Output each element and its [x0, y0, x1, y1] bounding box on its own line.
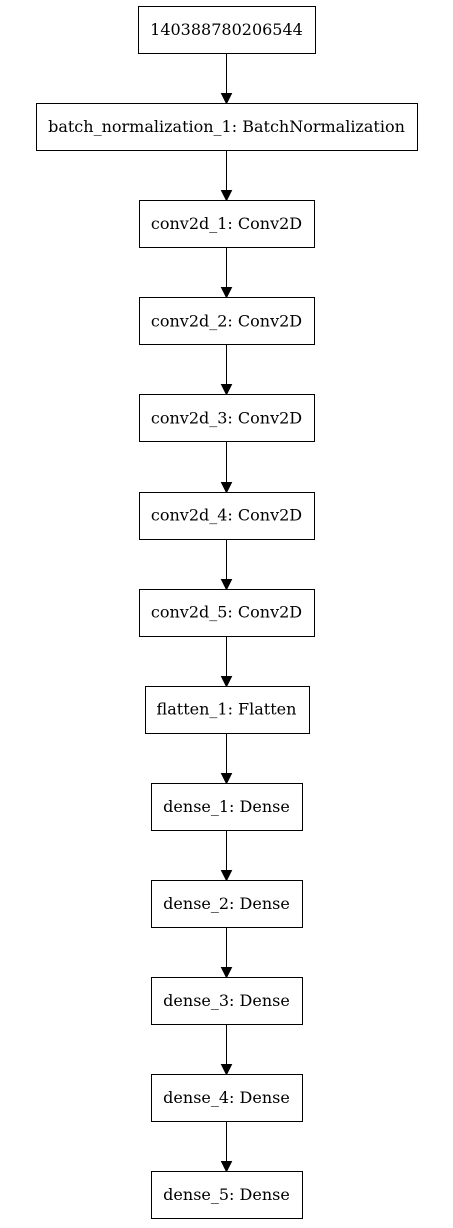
node-box	[151, 783, 303, 831]
arrowhead-icon	[220, 1064, 233, 1076]
node-label: dense_4: Dense	[163, 1088, 290, 1107]
node-box	[139, 394, 315, 442]
node-d4: dense_4: Dense	[151, 1074, 303, 1122]
arrowhead-icon	[220, 384, 233, 396]
node-label: dense_2: Dense	[163, 894, 290, 913]
node-d2: dense_2: Dense	[151, 880, 303, 928]
arrowhead-icon	[220, 482, 233, 494]
arrowhead-icon	[220, 93, 233, 105]
edge-c1-c2	[220, 247, 233, 299]
node-label: dense_3: Dense	[163, 991, 290, 1010]
node-d3: dense_3: Dense	[151, 977, 303, 1025]
node-d5: dense_5: Dense	[151, 1171, 303, 1219]
node-f1: flatten_1: Flatten	[145, 686, 310, 734]
nodes-layer: 140388780206544 batch_normalization_1: Ba…	[36, 6, 418, 1219]
node-input: 140388780206544	[138, 6, 316, 54]
node-c5: conv2d_5: Conv2D	[139, 589, 315, 637]
edge-d1-d2	[220, 830, 233, 882]
edge-d4-d5	[220, 1121, 233, 1173]
node-label: dense_5: Dense	[163, 1185, 290, 1204]
arrowhead-icon	[220, 287, 233, 299]
node-bn1: batch_normalization_1: BatchNormalizatio…	[36, 103, 418, 151]
node-c2: conv2d_2: Conv2D	[139, 297, 315, 345]
arrowhead-icon	[220, 579, 233, 591]
arrowhead-icon	[220, 676, 233, 688]
arrowhead-icon	[220, 773, 233, 785]
edge-c5-f1	[220, 636, 233, 688]
node-d1: dense_1: Dense	[151, 783, 303, 831]
edge-d2-d3	[220, 927, 233, 979]
node-box	[139, 492, 315, 540]
node-box	[138, 6, 316, 54]
edge-input-bn1	[220, 53, 233, 105]
edge-d3-d4	[220, 1024, 233, 1076]
arrowhead-icon	[220, 1161, 233, 1173]
node-label: conv2d_1: Conv2D	[151, 214, 302, 233]
edge-f1-d1	[220, 733, 233, 785]
arrowhead-icon	[220, 190, 233, 202]
node-box	[36, 103, 418, 151]
node-box	[139, 200, 315, 248]
node-box	[139, 589, 315, 637]
node-box	[145, 686, 310, 734]
edge-c2-c3	[220, 344, 233, 396]
node-label: conv2d_2: Conv2D	[151, 311, 302, 330]
node-c4: conv2d_4: Conv2D	[139, 492, 315, 540]
node-label: flatten_1: Flatten	[157, 700, 297, 719]
node-label: conv2d_4: Conv2D	[151, 506, 302, 525]
node-box	[139, 297, 315, 345]
edge-c4-c5	[220, 539, 233, 591]
node-label: 140388780206544	[150, 20, 303, 39]
edges-layer	[220, 53, 233, 1173]
node-box	[151, 880, 303, 928]
node-label: conv2d_3: Conv2D	[151, 408, 302, 427]
node-label: dense_1: Dense	[163, 797, 290, 816]
edge-c3-c4	[220, 441, 233, 494]
edge-bn1-c1	[220, 150, 233, 202]
node-c3: conv2d_3: Conv2D	[139, 394, 315, 442]
node-label: conv2d_5: Conv2D	[151, 603, 302, 622]
node-box	[151, 1171, 303, 1219]
node-box	[151, 977, 303, 1025]
arrowhead-icon	[220, 967, 233, 979]
node-label: batch_normalization_1: BatchNormalizatio…	[48, 117, 405, 136]
node-box	[151, 1074, 303, 1122]
arrowhead-icon	[220, 870, 233, 882]
node-c1: conv2d_1: Conv2D	[139, 200, 315, 248]
